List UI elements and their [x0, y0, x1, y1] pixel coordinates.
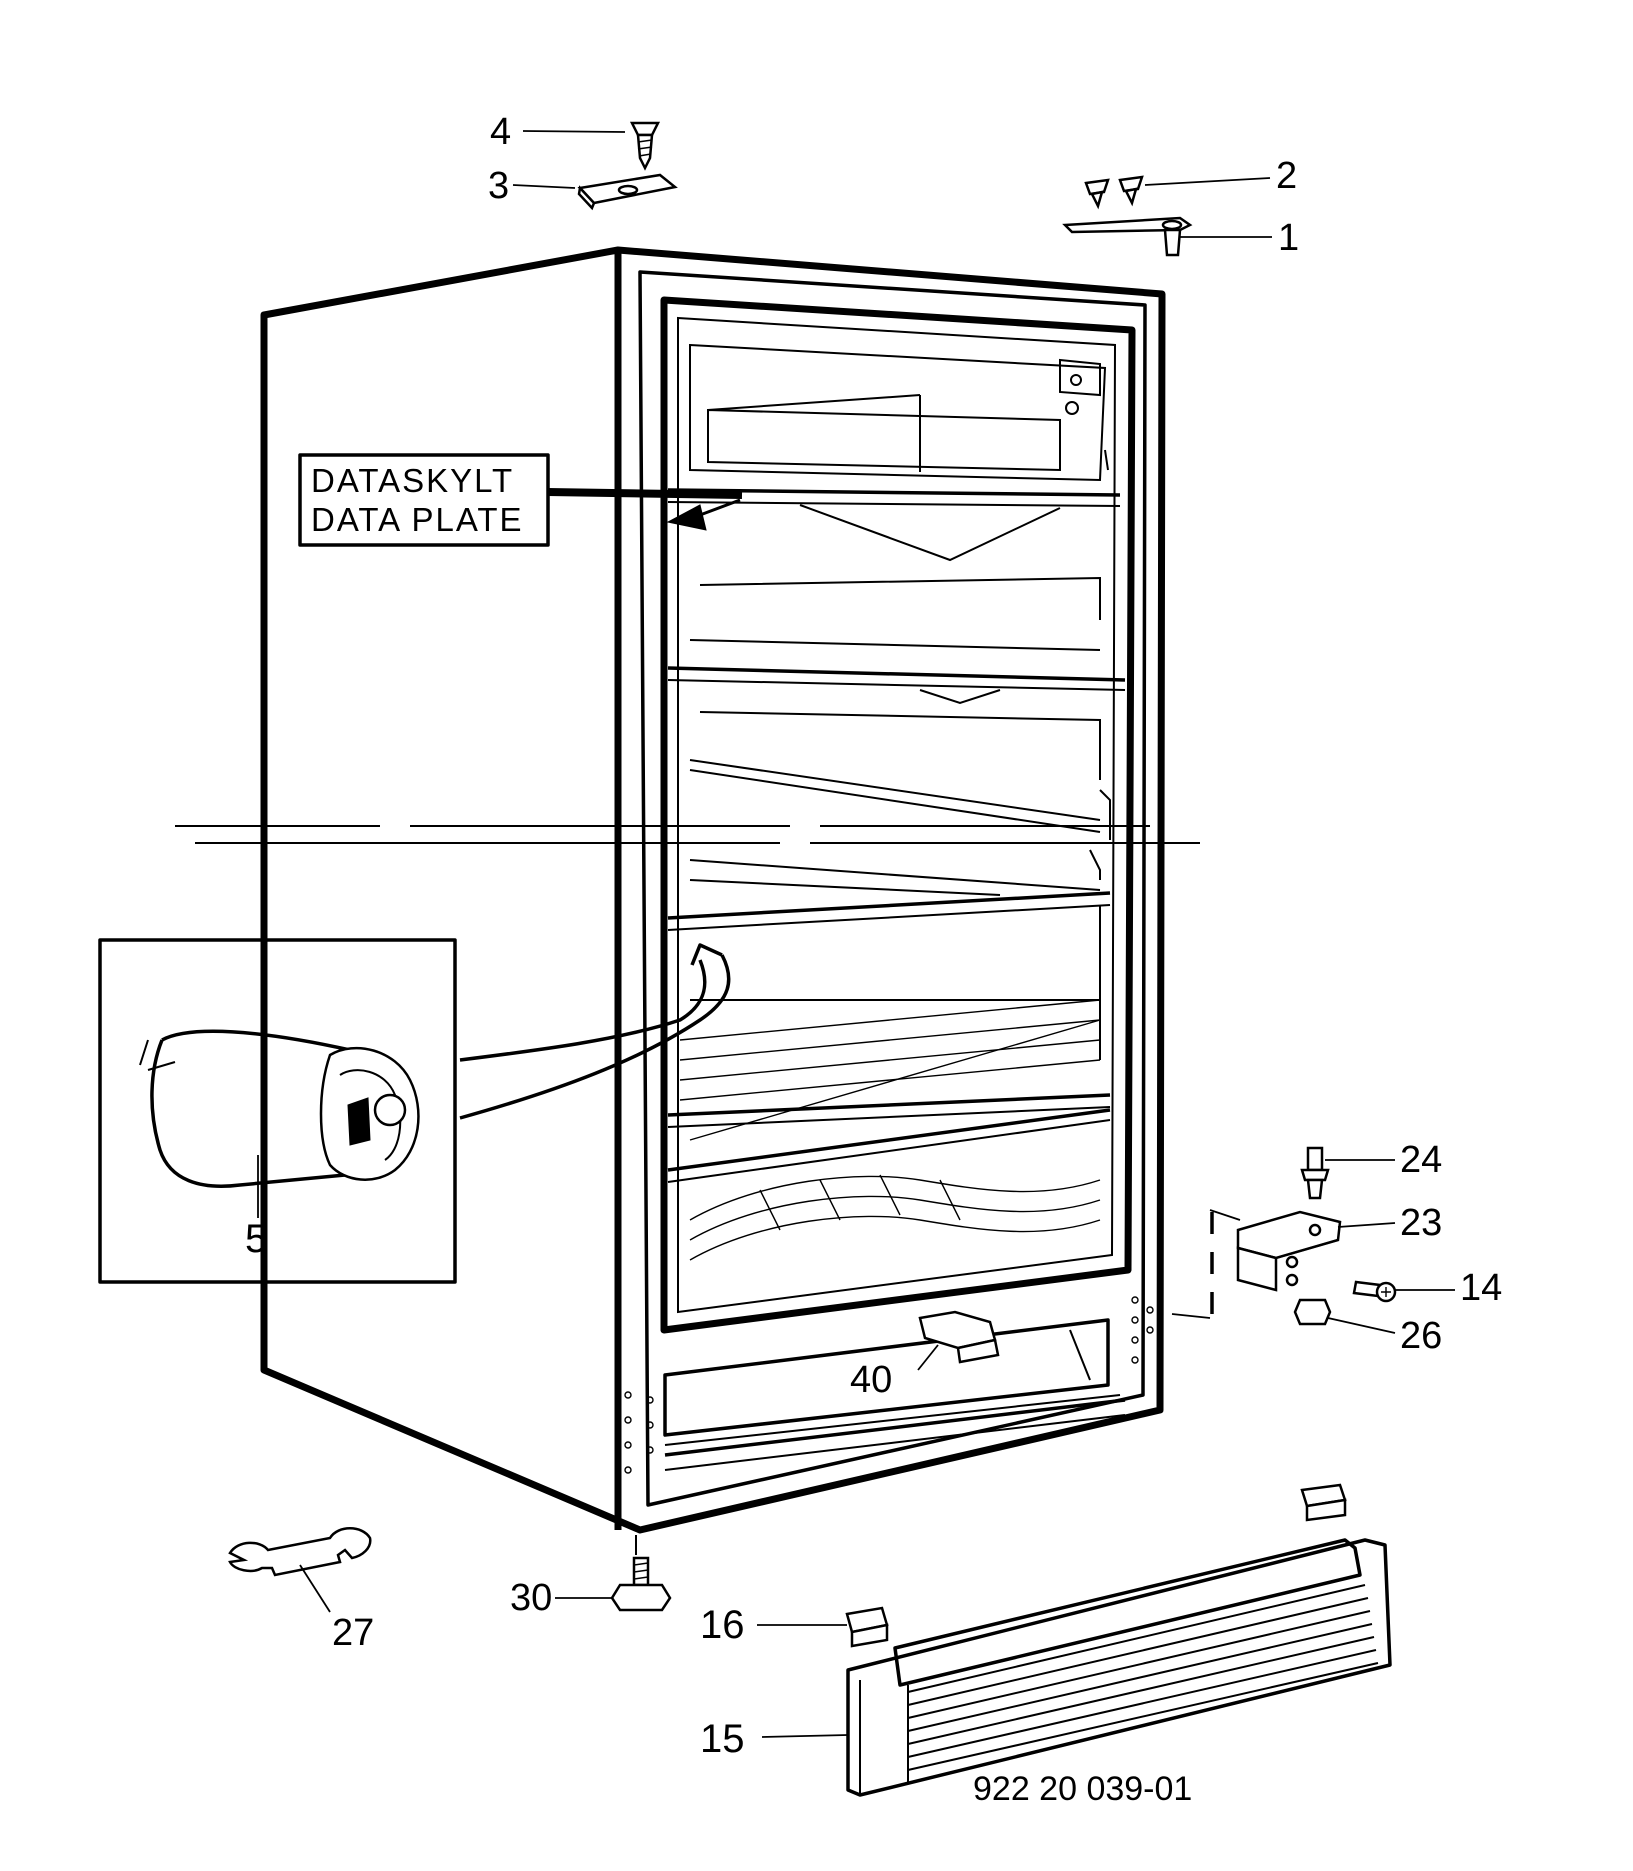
- callout-24: 24: [1400, 1139, 1442, 1181]
- callout-labels: 4 3 2 1 24 23 14 26 5 40 27 30 16 15: [245, 111, 1502, 1761]
- part-40-drawer-clip: [918, 1310, 1000, 1364]
- inset-detail-lamp-holder: [98, 938, 731, 1284]
- callout-4: 4: [490, 111, 511, 153]
- break-lines: [175, 825, 1200, 844]
- callout-2: 2: [1276, 155, 1297, 197]
- refrigerator-cabinet: [260, 246, 1166, 1534]
- callout-27: 27: [332, 1612, 374, 1654]
- callout-5: 5: [245, 1217, 267, 1261]
- data-plate: DATASKYLT DATA PLATE: [298, 453, 743, 547]
- part-24-hinge-pin: [1300, 1146, 1330, 1200]
- part-27-wrench: [228, 1527, 372, 1577]
- callout-23: 23: [1400, 1202, 1442, 1244]
- drawing-code: 922 20 039-01: [973, 1770, 1192, 1808]
- part-15-kick-plate-grille: [846, 1538, 1392, 1797]
- evaporator-coil: [679, 999, 1101, 1261]
- frame-holes: [624, 1296, 1154, 1474]
- freezer-compartment: [689, 343, 1109, 482]
- shelves: [667, 488, 1126, 1183]
- part-1-top-hinge: [1062, 216, 1193, 257]
- callout-1: 1: [1278, 217, 1299, 259]
- callout-14: 14: [1460, 1267, 1502, 1309]
- data-plate-line1: DATASKYLT: [311, 462, 514, 499]
- bottom-drawer: [663, 1318, 1126, 1471]
- callout-40: 40: [850, 1359, 892, 1401]
- callout-15: 15: [700, 1717, 745, 1761]
- part-14-screw: [1352, 1280, 1397, 1303]
- part-23-bottom-hinge: [1171, 1209, 1342, 1319]
- part-26-nut: [1293, 1298, 1332, 1326]
- callout-3: 3: [488, 165, 509, 207]
- part-3-hinge-plate: [577, 173, 678, 211]
- callout-30: 30: [510, 1577, 552, 1619]
- part-16-clips: [845, 1483, 1347, 1648]
- data-plate-line2: DATA PLATE: [311, 501, 524, 538]
- callout-26: 26: [1400, 1315, 1442, 1357]
- leader-lines: [299, 130, 1455, 1738]
- part-30-adjustable-foot: [610, 1535, 672, 1612]
- callout-16: 16: [700, 1603, 745, 1647]
- part-2-screws: [1084, 175, 1144, 210]
- part-4-screw: [629, 121, 661, 171]
